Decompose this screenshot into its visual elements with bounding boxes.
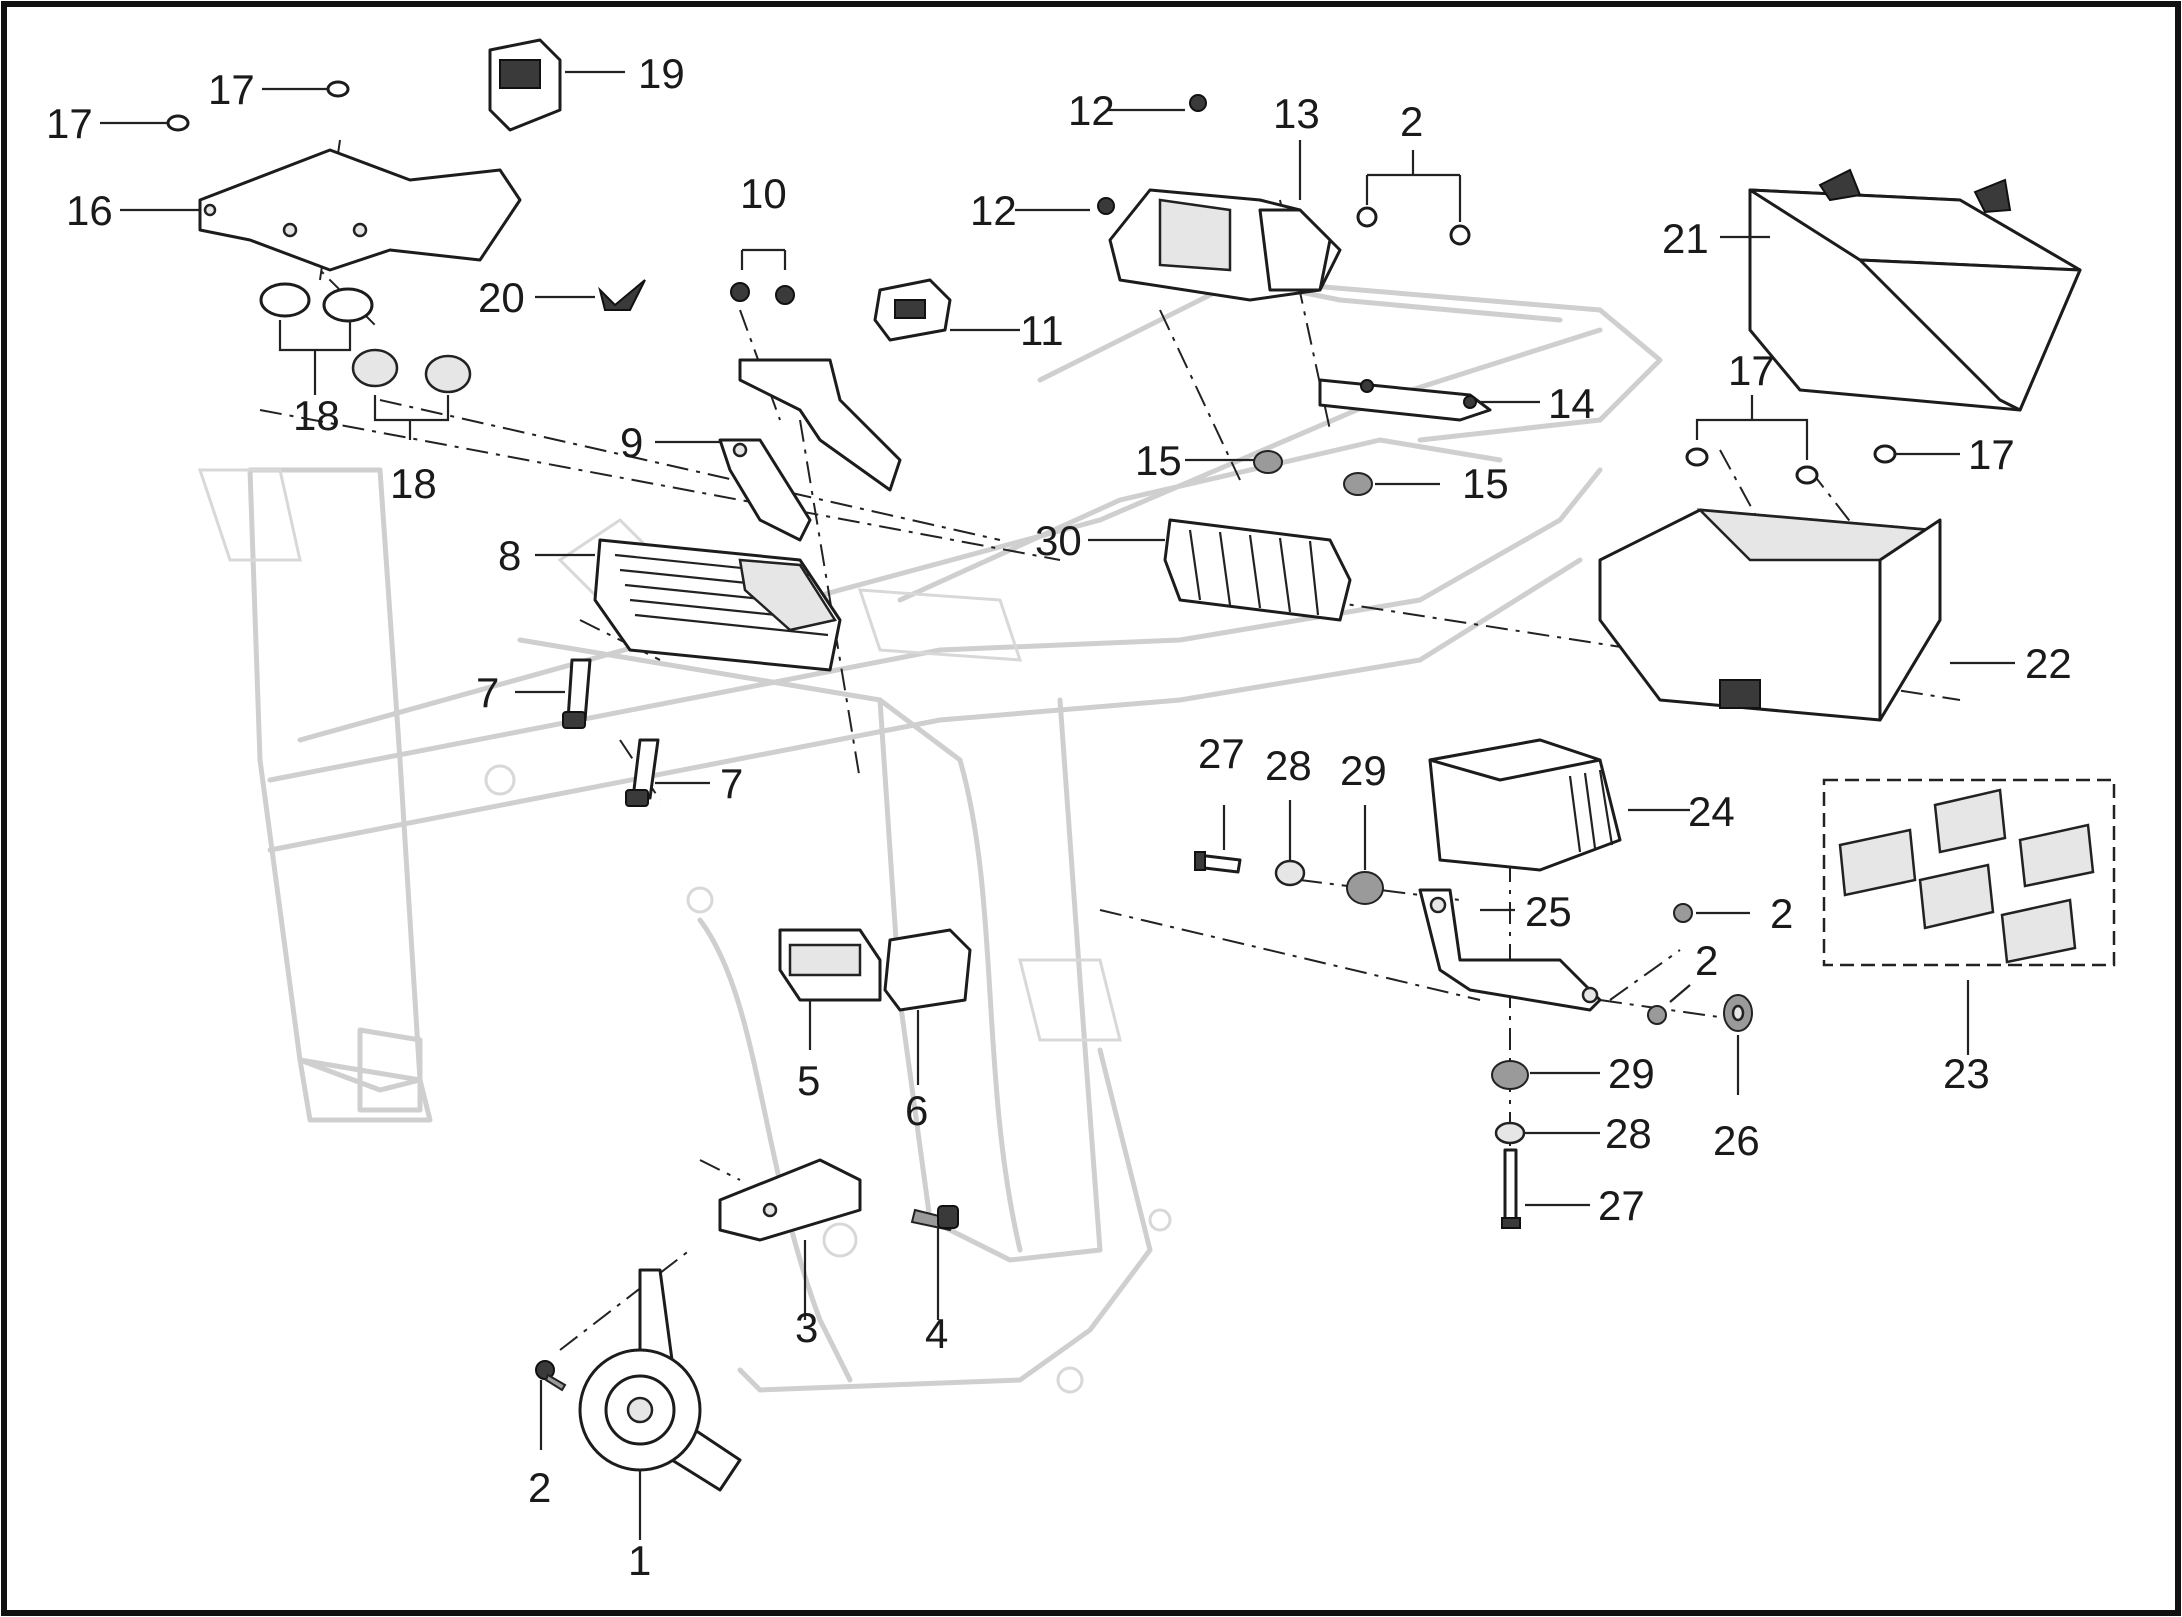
bracket-part-16 [198, 148, 522, 272]
callout-12: 12 [970, 187, 1017, 234]
bracket-part-9 [718, 438, 812, 542]
bolt-part-27a [1194, 851, 1242, 874]
callout-27: 27 [1198, 730, 1245, 777]
callout-17: 17 [208, 66, 255, 113]
callout-25: 25 [1525, 888, 1572, 935]
callout-20: 20 [478, 274, 525, 321]
grommet-part-26 [1723, 994, 1753, 1032]
callout-2: 2 [1695, 937, 1718, 984]
connector-part-19 [488, 38, 562, 132]
screw-part-12a [1189, 94, 1207, 112]
callout-11: 11 [1020, 307, 1064, 354]
callout-18: 18 [390, 460, 437, 507]
callout-6: 6 [905, 1087, 928, 1134]
screw-part-17d [1873, 444, 1897, 464]
callout-19: 19 [638, 50, 685, 97]
screw-part-2-right-b [1647, 1005, 1667, 1025]
clip-part-20 [598, 279, 646, 311]
callout-10: 10 [740, 170, 787, 217]
callout-24: 24 [1688, 788, 1735, 835]
callout-2: 2 [1770, 890, 1793, 937]
callout-28: 28 [1265, 742, 1312, 789]
callout-17: 17 [1968, 431, 2015, 478]
module-part-13 [1108, 188, 1342, 302]
callout-29: 29 [1340, 747, 1387, 794]
screw-part-17b [326, 80, 350, 98]
screw-part-17c [1685, 447, 1819, 485]
callout-3: 3 [795, 1304, 818, 1351]
battery-part-21 [1748, 168, 2082, 412]
screw-part-2-right-a [1673, 903, 1693, 923]
callout-9: 9 [620, 419, 643, 466]
screw-part-12b [1097, 197, 1115, 215]
callout-2: 2 [1400, 98, 1423, 145]
relay-part-6 [883, 928, 972, 1012]
callout-4: 4 [925, 1310, 948, 1357]
grommet-part-29a [1346, 871, 1384, 905]
battery-tray-part-22 [1598, 508, 1942, 722]
washer-part-28b [1494, 1121, 1526, 1145]
connector-part-11 [873, 278, 952, 342]
callout-7: 7 [720, 760, 743, 807]
horn-part [578, 1268, 742, 1492]
bracket-part-14 [1318, 378, 1492, 422]
callout-26: 26 [1713, 1117, 1760, 1164]
callout-28: 28 [1605, 1110, 1652, 1157]
callout-23: 23 [1943, 1050, 1990, 1097]
callout-21: 21 [1662, 215, 1709, 262]
callout-15: 15 [1462, 460, 1509, 507]
callout-17: 17 [46, 100, 93, 147]
washer-part-28a [1274, 859, 1306, 887]
relay-part-5 [778, 928, 882, 1002]
callout-8: 8 [498, 532, 521, 579]
assembly-guide-lines [259, 139, 1961, 1351]
bolt-part-7a [562, 658, 592, 729]
screw-part-2-horn [535, 1360, 567, 1392]
grommet-part-29b [1491, 1060, 1529, 1090]
callout-7: 7 [476, 669, 499, 716]
callout-15: 15 [1135, 437, 1182, 484]
callout-16: 16 [66, 187, 113, 234]
callout-27: 27 [1598, 1182, 1645, 1229]
bracket-part-10 [730, 282, 902, 492]
bolt-part-4 [910, 1205, 959, 1232]
callout-1: 1 [628, 1537, 651, 1584]
callout-18: 18 [293, 392, 340, 439]
screw-part-2-top [1356, 206, 1471, 246]
callout-30: 30 [1035, 517, 1082, 564]
callout-29: 29 [1608, 1050, 1655, 1097]
leader-lines [100, 70, 2015, 1540]
bolt-part-7b [625, 738, 660, 807]
labels-set-part-23 [1822, 778, 2116, 967]
screw-part-17a [166, 114, 190, 132]
callout-13: 13 [1273, 90, 1320, 137]
callout-labels: 1 2 2 2 2 3 4 5 6 7 7 8 9 10 11 12 12 13… [46, 50, 2072, 1584]
horn-bracket-part [718, 1158, 862, 1242]
grommet-part-15b [1343, 472, 1373, 496]
abs-module-part-24 [1428, 738, 1622, 872]
washer-part-18 [259, 282, 472, 394]
fuse-box-part-30 [1163, 518, 1352, 622]
bolt-part-27b [1501, 1148, 1521, 1229]
callout-5: 5 [797, 1057, 820, 1104]
grommet-part-15a [1253, 450, 1283, 474]
callout-17: 17 [1728, 347, 1775, 394]
callout-2: 2 [528, 1464, 551, 1511]
regulator-part-8 [593, 538, 842, 672]
callout-22: 22 [2025, 640, 2072, 687]
callout-12: 12 [1068, 87, 1115, 134]
callout-14: 14 [1548, 380, 1595, 427]
bracket-part-25 [1418, 888, 1602, 1012]
